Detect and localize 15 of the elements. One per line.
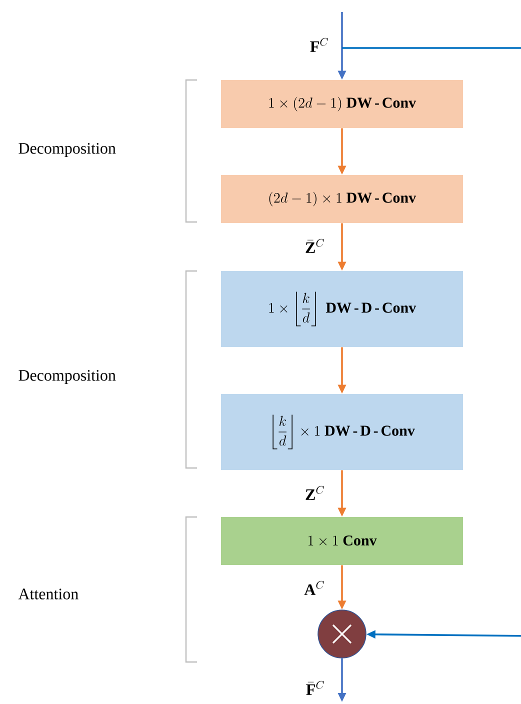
section-label: Decomposition [18, 143, 116, 157]
process-box: $1\times(2d-1)\ \mathbf{DW}\,\textbf{-}\,\mathbf{Conv}$ [221, 80, 463, 128]
edge-label: $\bar{\mathbf{F}}^{C}$ [306, 680, 324, 695]
edge-label: $\mathbf{F}^{C}$ [310, 38, 328, 52]
process-box: $1\times\left\lfloor\dfrac{k}{d}\right\rfloor\ \mathbf{DW}\,\textbf{-}\,\mathbf{D}\,\textbf{-}\,\mathbf{Conv}$ [221, 271, 463, 347]
process-box: $(2d-1)\times 1\ \mathbf{DW}\,\textbf{-}\,\mathbf{Conv}$ [221, 175, 463, 223]
arrow [342, 47, 521, 639]
edge-label: $\mathbf{A}^{C}$ [304, 580, 324, 595]
section-label: Decomposition [18, 370, 116, 384]
process-box: $\left\lfloor\dfrac{k}{d}\right\rfloor\times 1\ \mathbf{DW}\,\textbf{-}\,\mathbf{D}\,\textbf{-}\,\mathbf{Conv}$ [221, 394, 463, 470]
edge-label: $\mathbf{Z}^{C}$ [306, 486, 324, 500]
process-box: $1\times 1\ \mathbf{Conv}$ [221, 517, 463, 565]
edge-label: $\bar{\mathbf{Z}}^{C}$ [306, 238, 324, 253]
section-label: Attention [18, 588, 78, 600]
multiply-circle [318, 610, 366, 658]
